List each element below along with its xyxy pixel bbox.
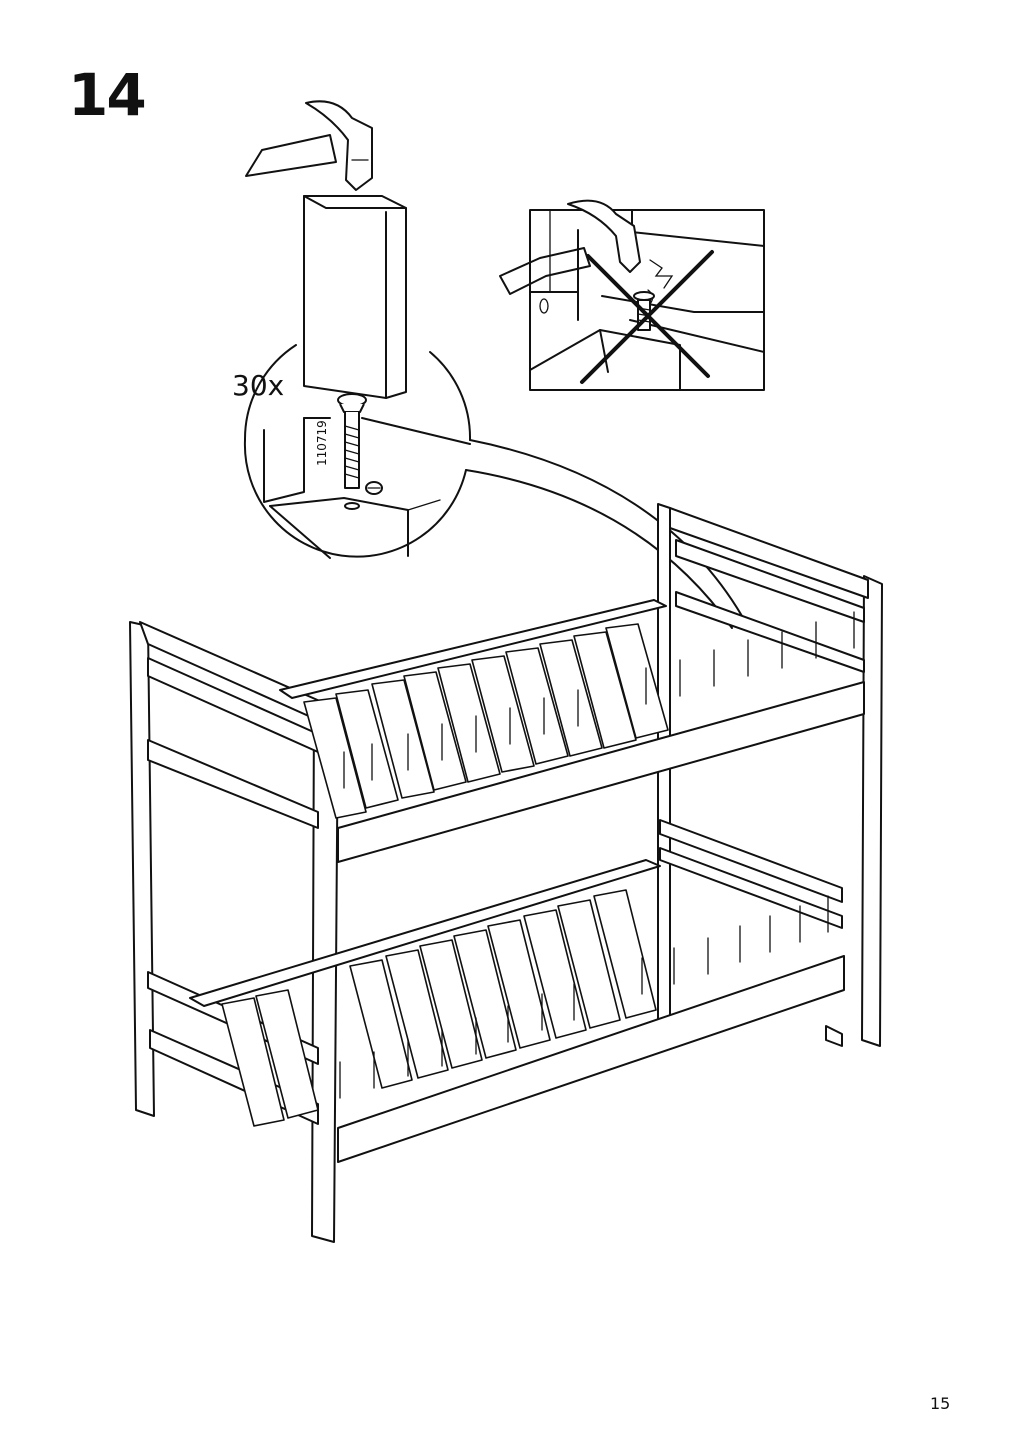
cross-out-icon <box>580 250 714 384</box>
upper-slats <box>303 623 669 819</box>
bunk-bed <box>129 503 883 1243</box>
detail-magnifier <box>243 344 743 629</box>
lower-slats <box>221 889 657 1127</box>
page-number: 15 <box>930 1394 951 1413</box>
hammer-icon <box>245 100 373 191</box>
upper-pins <box>343 611 855 789</box>
wood-block <box>303 195 407 399</box>
dowel-pin-icon <box>337 393 367 489</box>
incorrect-method-inset <box>499 199 765 391</box>
step-number: 14 <box>68 61 147 129</box>
lower-pins <box>339 895 829 1099</box>
